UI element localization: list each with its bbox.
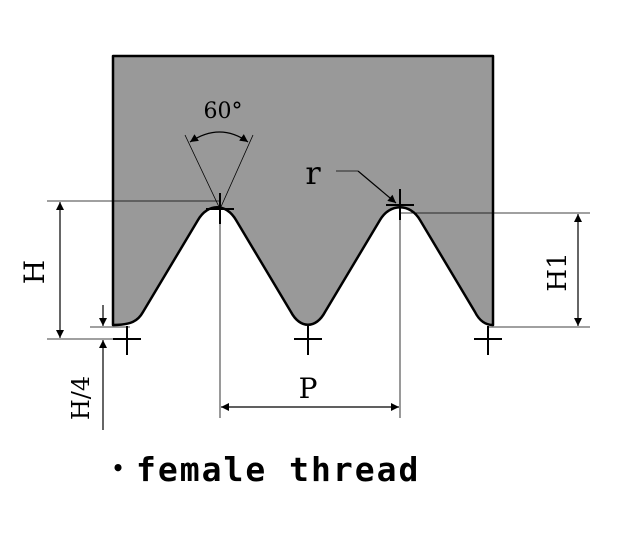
- dimension-arrows: [56, 131, 582, 430]
- caption-bullet: •: [112, 456, 127, 480]
- caption-text: female thread: [136, 450, 421, 489]
- extension-lines: [47, 134, 590, 418]
- angle-arc: [189, 131, 249, 143]
- quarter-height-label: H/4: [67, 376, 95, 420]
- angle-label: 60°: [204, 99, 243, 124]
- caption: • female thread: [112, 450, 420, 489]
- height-label: H: [18, 260, 51, 284]
- thread-body: [111, 54, 495, 327]
- radius-label: r: [305, 154, 321, 192]
- r-leader: [357, 170, 397, 204]
- height1-label: H1: [543, 252, 573, 291]
- pitch-label: P: [299, 372, 318, 405]
